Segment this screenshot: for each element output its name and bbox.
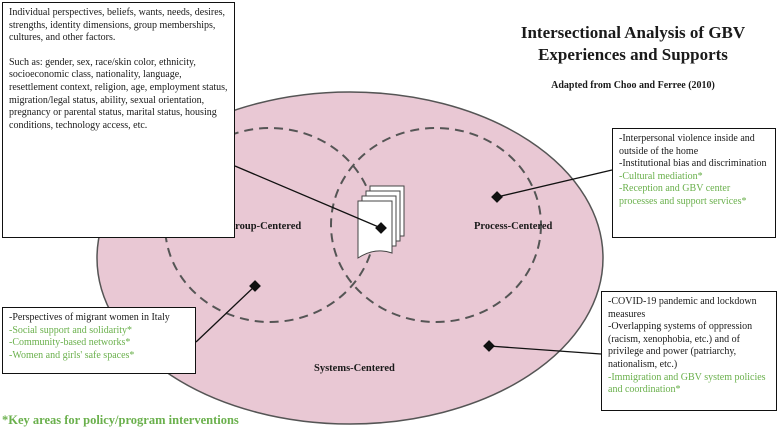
diagram-subtitle: Adapted from Choo and Ferree (2010) <box>551 80 715 91</box>
process-item: -Interpersonal violence inside and outsi… <box>619 133 755 157</box>
connector-individual <box>234 165 382 229</box>
group-centered-label: Group-Centered <box>227 221 302 232</box>
process-centered-label: Process-Centered <box>474 221 553 232</box>
connector-group <box>195 285 256 343</box>
group-factors-box: -Perspectives of migrant women in Italy … <box>2 307 196 374</box>
process-circle <box>330 127 542 323</box>
diagram-title: Intersectional Analysis of GBV Experienc… <box>520 23 746 64</box>
connector-individual-marker <box>375 222 387 234</box>
document-stack-icon <box>357 185 405 259</box>
group-key-item: -Women and girls' safe spaces* <box>9 349 135 361</box>
systems-key-item: -Immigration and GBV system policies and… <box>608 371 766 396</box>
connector-process-marker <box>491 191 503 203</box>
systems-factors-box: -COVID-19 pandemic and lockdown measures… <box>601 291 777 411</box>
individual-examples-text: Such as: gender, sex, race/skin color, e… <box>9 56 228 131</box>
process-key-item: -Reception and GBV center processes and … <box>619 183 747 207</box>
process-key-item: -Cultural mediation* <box>619 170 703 182</box>
group-item: -Perspectives of migrant women in Italy <box>9 312 170 323</box>
connector-systems <box>488 345 602 355</box>
connector-systems-marker <box>483 340 495 352</box>
systems-centered-label: Systems-Centered <box>314 363 395 374</box>
systems-item: -Overlapping systems of oppression (raci… <box>608 321 753 370</box>
systems-item: -COVID-19 pandemic and lockdown measures <box>608 296 757 320</box>
connector-process <box>496 169 613 198</box>
process-item: -Institutional bias and discrimination <box>619 158 767 170</box>
individual-factors-text: Individual perspectives, beliefs, wants,… <box>9 7 226 44</box>
group-key-item: -Social support and solidarity* <box>9 324 133 336</box>
individual-factors-box: Individual perspectives, beliefs, wants,… <box>2 2 235 238</box>
key-areas-footnote: *Key areas for policy/program interventi… <box>2 413 239 427</box>
process-factors-box: -Interpersonal violence inside and outsi… <box>612 128 776 238</box>
group-key-item: -Community-based networks* <box>9 337 131 349</box>
connector-group-marker <box>249 280 261 292</box>
